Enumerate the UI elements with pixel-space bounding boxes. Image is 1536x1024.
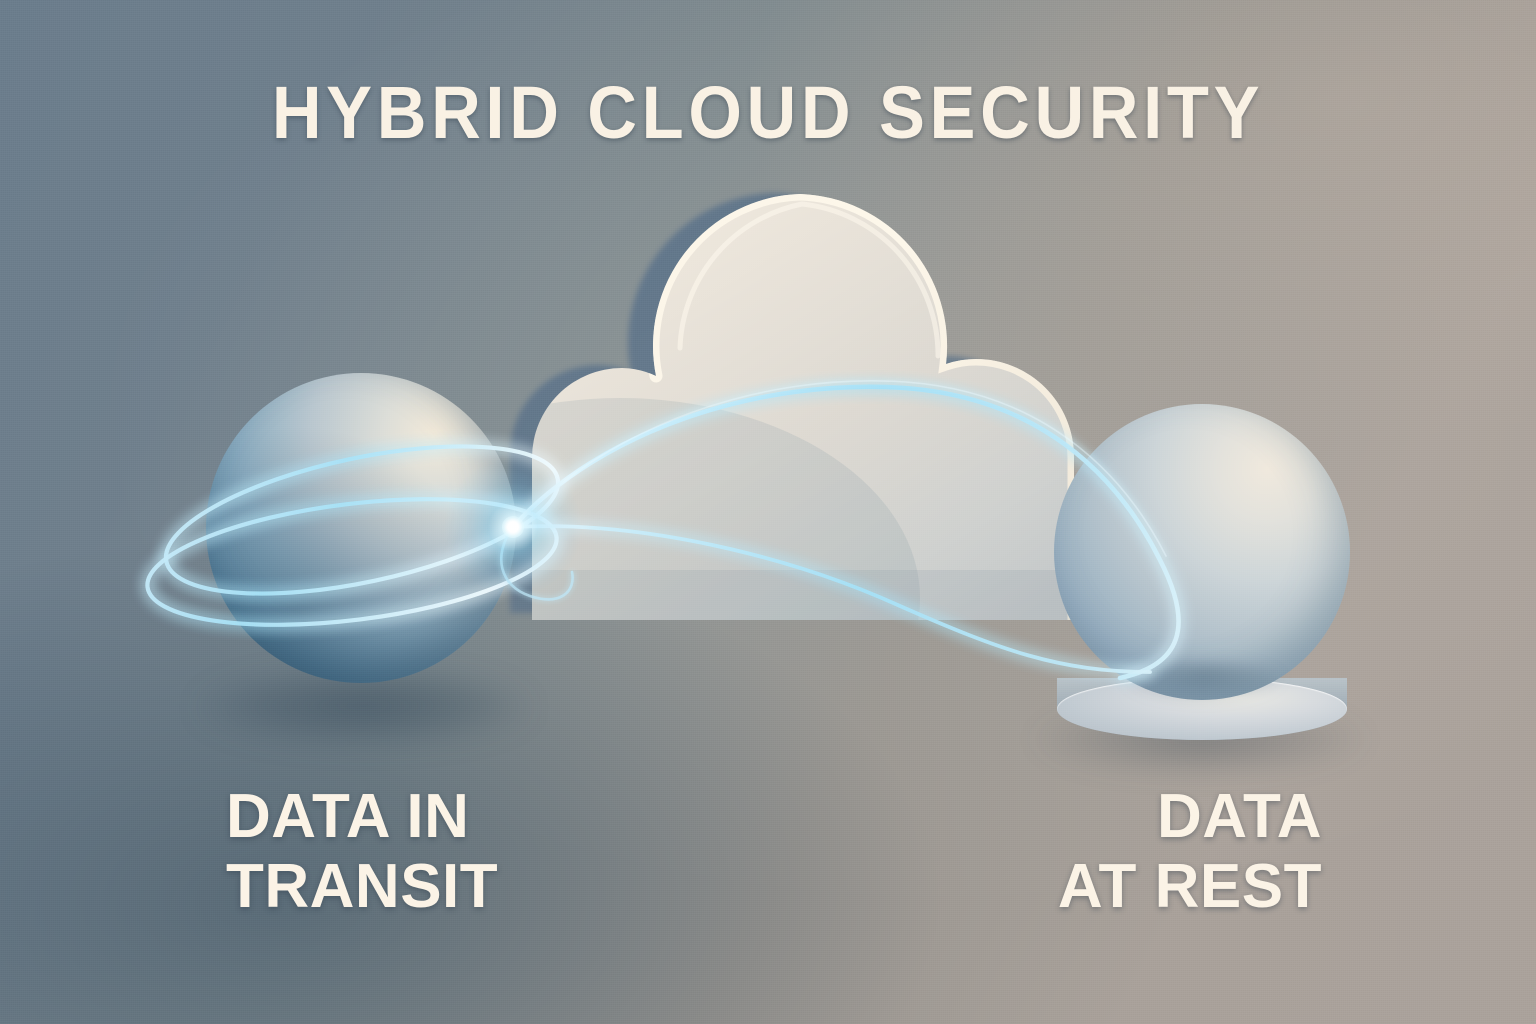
label-data-in-transit-line2: TRANSIT [226, 852, 499, 922]
page-title: HYBRID CLOUD SECURITY [271, 71, 1265, 154]
label-data-in-transit: DATA IN TRANSIT [226, 782, 498, 922]
label-data-at-rest-line1: DATA [1157, 782, 1322, 851]
rest-sphere-contact-shadow [1120, 662, 1286, 702]
label-data-at-rest-line2: AT REST [1057, 852, 1322, 922]
transit-sphere-cast-shadow [196, 672, 532, 746]
label-data-in-transit-line1: DATA IN [226, 782, 470, 851]
rest-sphere-icon [1054, 404, 1350, 700]
label-data-at-rest: DATA AT REST [1058, 782, 1322, 922]
